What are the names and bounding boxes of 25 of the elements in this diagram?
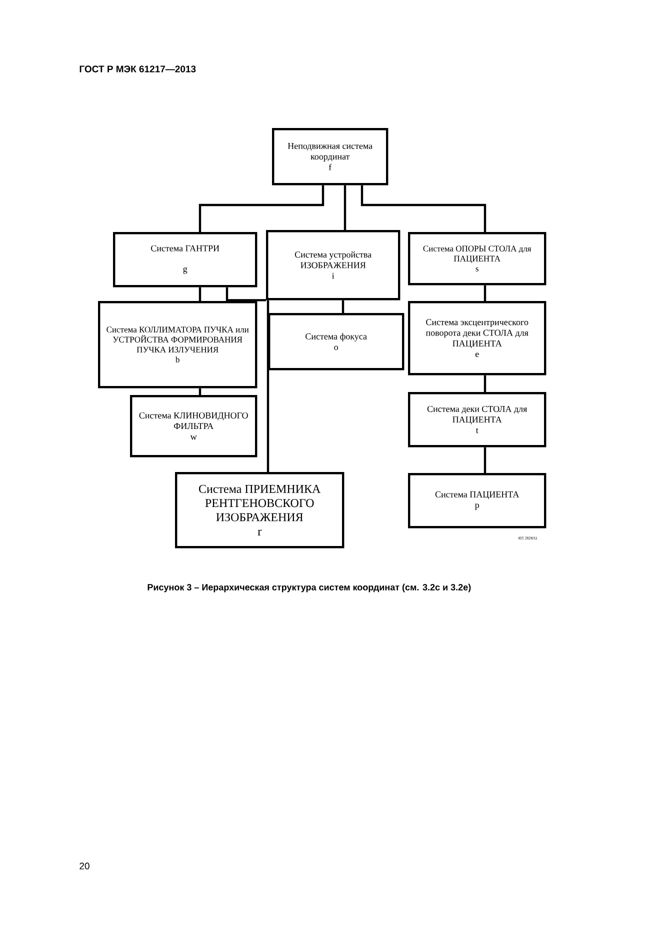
system-box: Система ПРИЕМНИКА РЕНТГЕНОВСКОГО ИЗОБРАЖЕНИЯ r bbox=[175, 472, 344, 548]
connector-line bbox=[484, 375, 486, 392]
connector-line bbox=[342, 300, 344, 313]
system-box: Неподвижная система координат f bbox=[272, 128, 388, 186]
system-box: Система ПАЦИЕНТА p bbox=[408, 473, 546, 528]
header: ГОСТ Р МЭК 61217—2013 bbox=[80, 66, 196, 72]
connector-line bbox=[198, 185, 324, 232]
connector-line bbox=[360, 185, 486, 232]
system-box: Система эксцентрического поворота деки СТОЛА для ПАЦИЕНТА e bbox=[408, 301, 546, 376]
connector-line bbox=[344, 185, 346, 230]
connector-line bbox=[198, 287, 202, 301]
page-number: 20 bbox=[80, 862, 90, 870]
system-box: Система устройства ИЗОБРАЖЕНИЯ i bbox=[266, 230, 400, 300]
connector-line bbox=[226, 287, 266, 302]
system-box: Система ОПОРЫ СТОЛА для ПАЦИЕНТА s bbox=[408, 232, 546, 286]
connector-line bbox=[198, 388, 202, 395]
connector-line bbox=[484, 447, 486, 473]
system-box: Система ГАНТРИ g bbox=[113, 232, 258, 288]
system-box: Система деки СТОЛА для ПАЦИЕНТА t bbox=[408, 392, 546, 448]
system-box: Система КОЛЛИМАТОРА ПУЧКА или УСТРОЙСТВА ФОРМИРОВАНИЯ ПУЧКА ИЗЛУЧЕНИЯ b bbox=[98, 301, 258, 388]
connector-line bbox=[484, 285, 486, 301]
caption: Рисунок 3 – Иерархическая структура систем координат (см. 3.2с и 3.2е) bbox=[148, 584, 471, 592]
system-box: Система КЛИНОВИДНОГО ФИЛЬТРА w bbox=[130, 395, 258, 458]
connector-line bbox=[266, 300, 270, 472]
system-box: Система фокуса o bbox=[268, 313, 404, 370]
